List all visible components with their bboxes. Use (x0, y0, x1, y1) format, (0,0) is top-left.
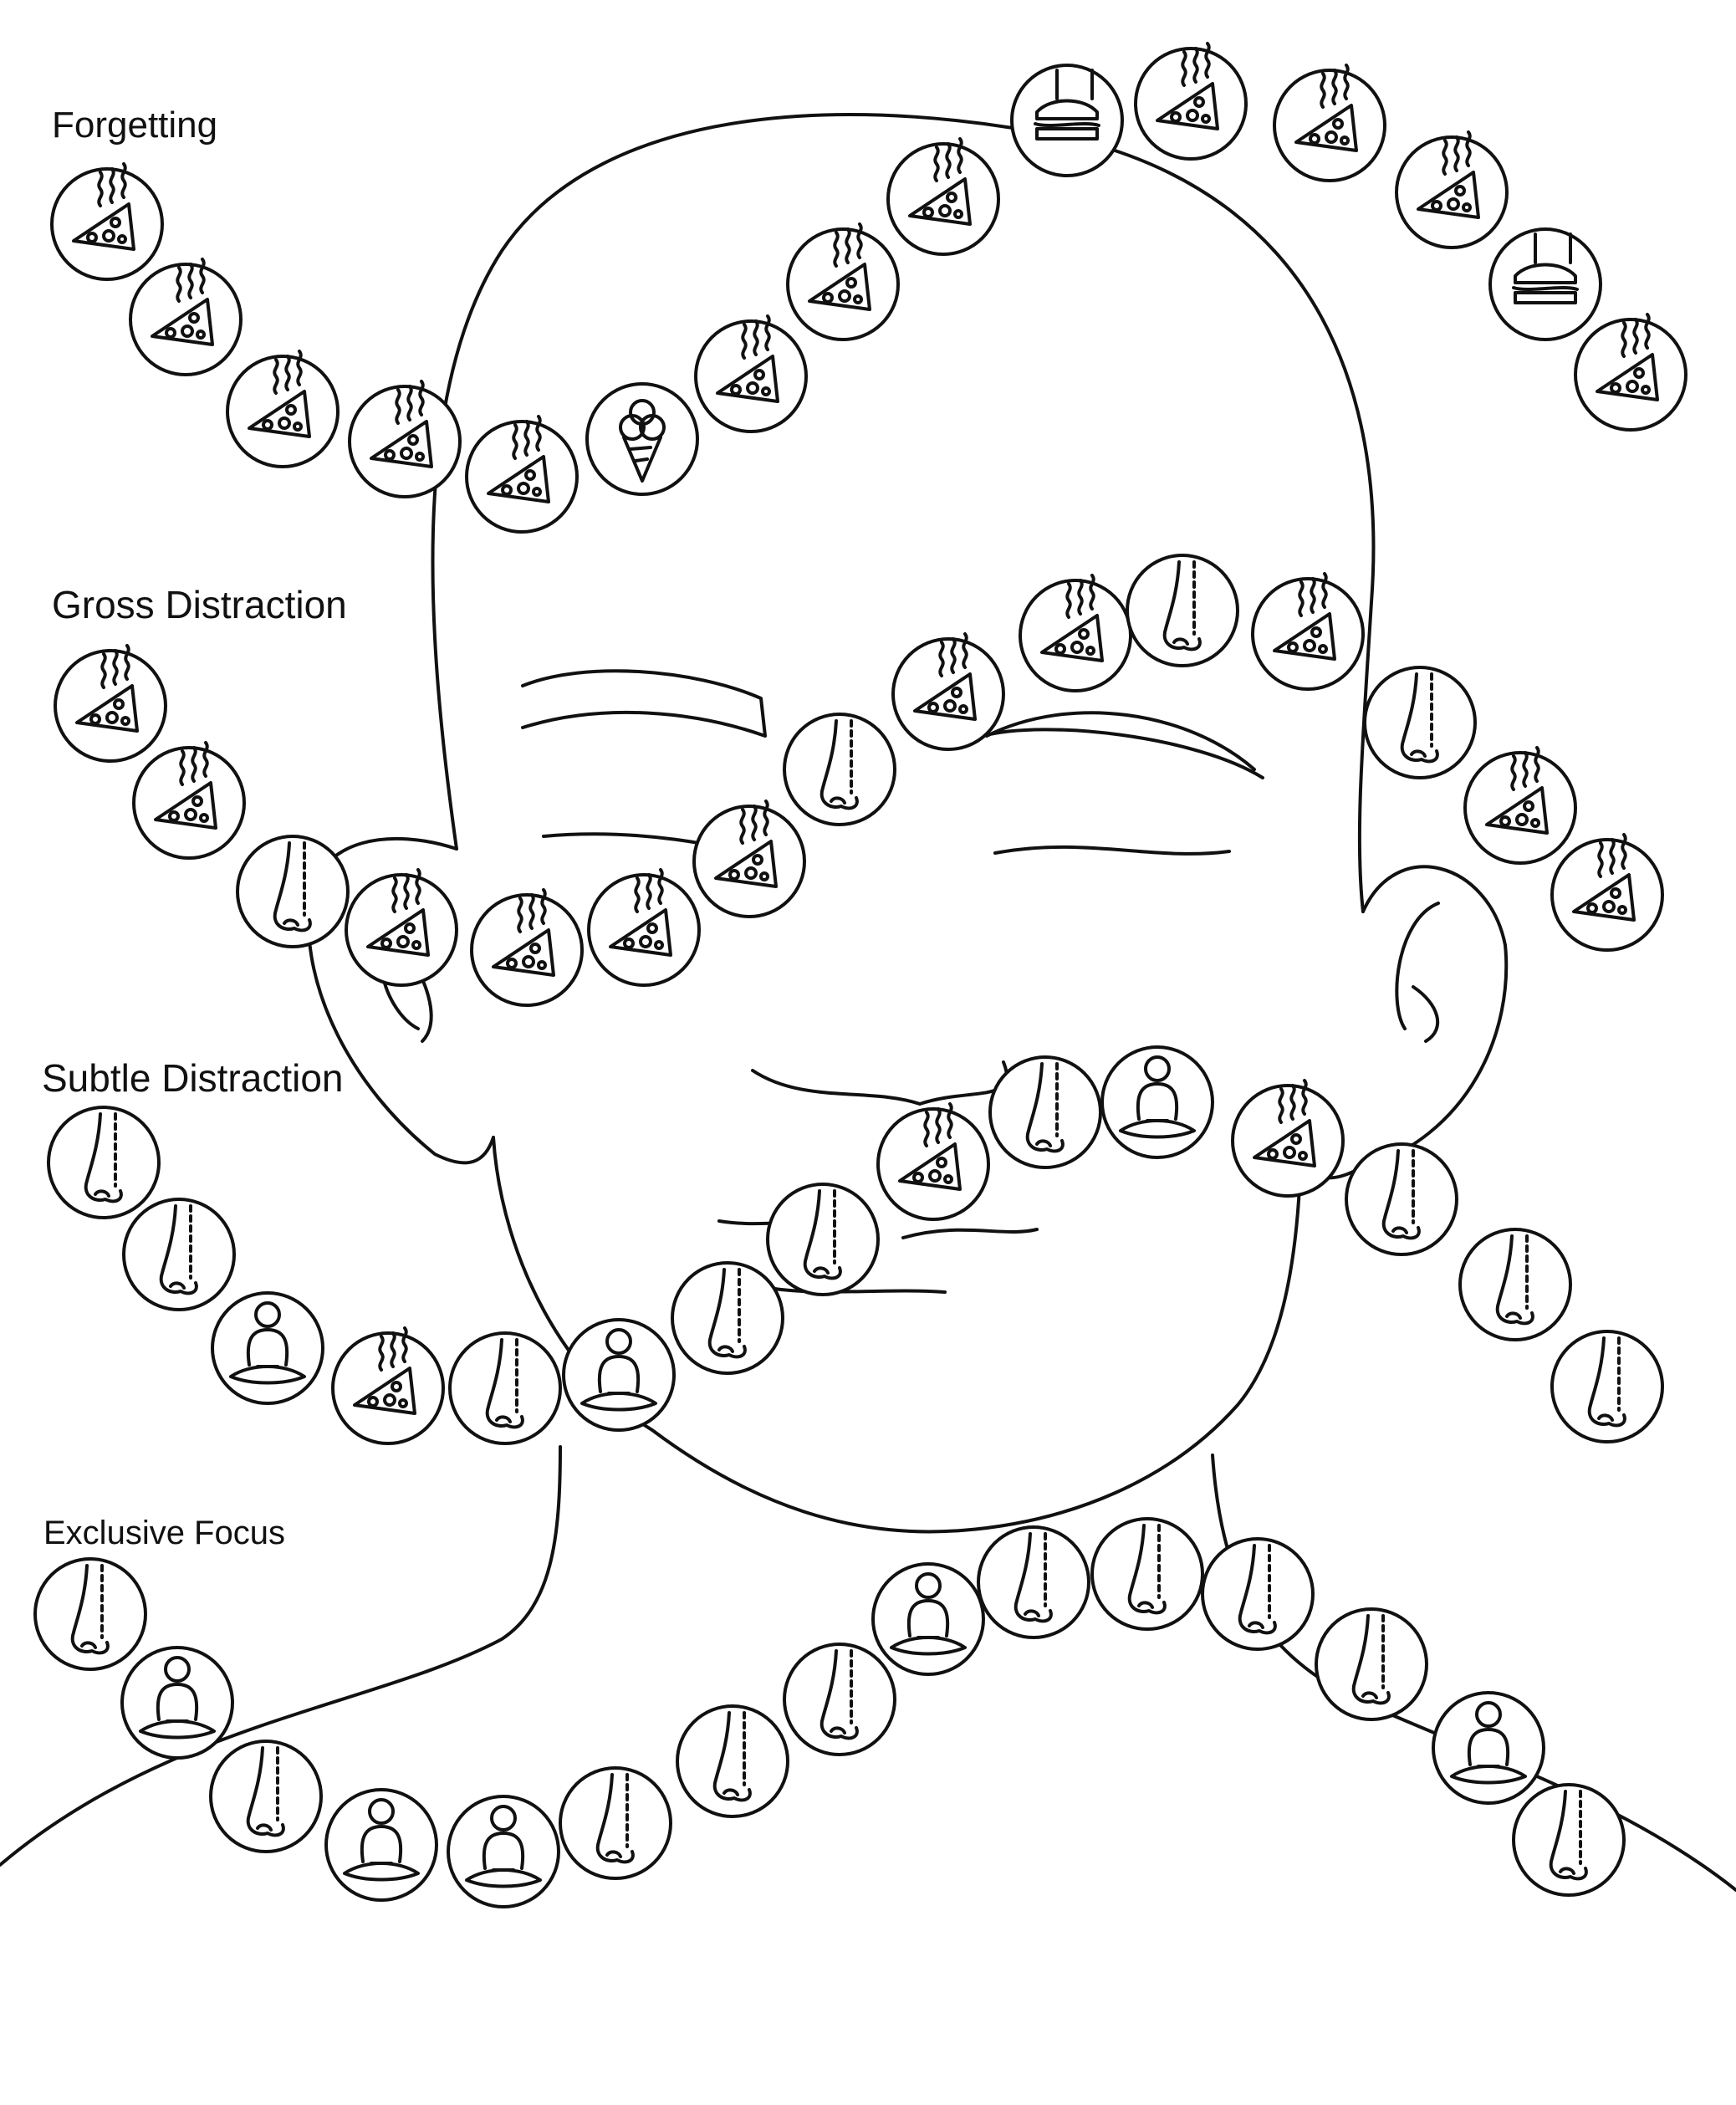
bead (1512, 1783, 1626, 1897)
bead-chain-forgetting (50, 42, 1687, 534)
section-label-exclusive-focus: Exclusive Focus (43, 1515, 285, 1551)
bead (211, 1291, 324, 1405)
bead (587, 868, 701, 987)
bead (1550, 1330, 1664, 1443)
bead (786, 222, 900, 341)
bead (1458, 1228, 1572, 1341)
section-label-forgetting: Forgetting (52, 105, 218, 146)
bead-chain-gross (54, 554, 1664, 1007)
bead (465, 415, 579, 534)
bead (1126, 554, 1239, 667)
bead (1019, 574, 1132, 692)
bead (871, 1562, 985, 1676)
bead (1432, 1691, 1545, 1805)
bead (447, 1795, 560, 1908)
bead (1010, 64, 1124, 177)
bead (1550, 833, 1664, 952)
bead (977, 1525, 1090, 1639)
bead (988, 1055, 1102, 1169)
bead (209, 1740, 323, 1853)
bead (676, 1704, 789, 1818)
bead (33, 1557, 147, 1671)
bead (129, 258, 243, 376)
bead (886, 137, 1000, 256)
bead (1574, 313, 1687, 432)
bead (1251, 572, 1365, 691)
bead (1201, 1537, 1315, 1651)
bead (120, 1646, 234, 1760)
bead (324, 1788, 438, 1902)
bead (559, 1766, 672, 1880)
bead (348, 380, 462, 498)
bead (236, 835, 350, 948)
bead (585, 382, 699, 496)
bead (331, 1326, 445, 1445)
bead (47, 1106, 161, 1219)
bead (1463, 746, 1577, 865)
bead (1315, 1607, 1428, 1721)
bead (891, 632, 1005, 751)
bead (1134, 42, 1248, 161)
bead (226, 350, 340, 468)
bead (562, 1318, 676, 1432)
bead (694, 314, 808, 433)
bead (345, 868, 458, 987)
bead (783, 713, 896, 826)
bead (448, 1331, 562, 1445)
bead (470, 888, 584, 1007)
bead (692, 800, 806, 918)
bead (671, 1261, 784, 1375)
bead (1363, 666, 1477, 779)
bead-chains (33, 42, 1687, 1908)
bead (1090, 1517, 1204, 1631)
bead-chain-exclusive (33, 1517, 1626, 1908)
bead (1100, 1045, 1214, 1159)
bead (122, 1198, 236, 1311)
section-label-subtle-distraction: Subtle Distraction (42, 1056, 344, 1100)
bead (1488, 227, 1602, 341)
bead (876, 1102, 990, 1221)
bead (1273, 64, 1386, 182)
bead (132, 741, 246, 860)
bead (1345, 1142, 1458, 1256)
bead-chain-subtle (47, 1045, 1664, 1445)
bead (783, 1643, 896, 1756)
section-label-gross-distraction: Gross Distraction (52, 583, 347, 626)
bead (1231, 1079, 1345, 1198)
bead (50, 162, 164, 281)
bead (766, 1183, 880, 1296)
bead (1395, 130, 1509, 249)
bead (54, 644, 167, 763)
